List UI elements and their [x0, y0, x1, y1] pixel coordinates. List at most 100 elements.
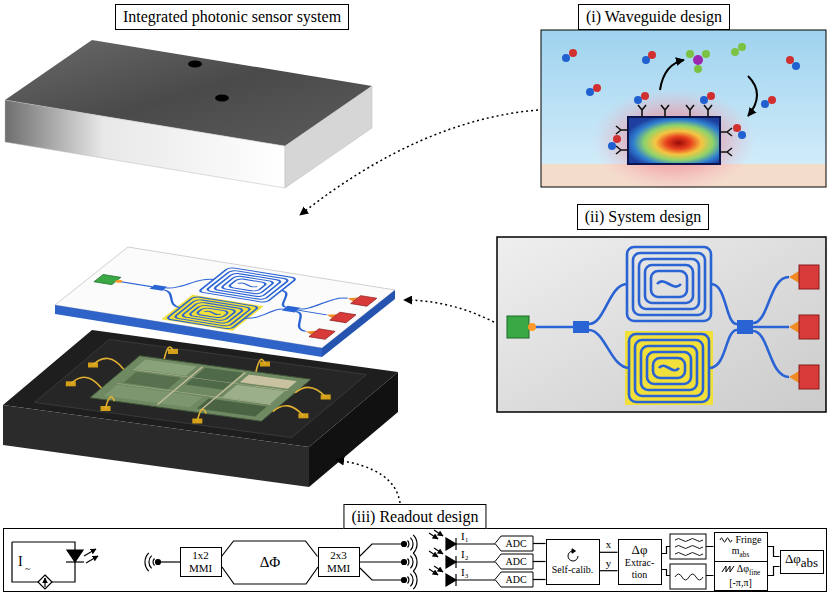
antibody	[704, 105, 712, 117]
fringe-icon	[719, 536, 733, 544]
grating-coupler-symbol	[153, 559, 154, 566]
adc-outline	[495, 572, 533, 587]
laser-diode	[67, 550, 83, 562]
adc-outline	[495, 554, 533, 569]
antibody	[638, 105, 646, 117]
antibody	[616, 105, 732, 156]
output-waveguide	[360, 544, 404, 556]
filter-block	[670, 534, 706, 589]
grating-coupler-symbol	[413, 535, 417, 553]
signal-line	[600, 552, 618, 553]
block-label: Δφ	[632, 542, 648, 557]
grating-coupler-symbol	[402, 560, 407, 565]
analyte-molecule	[562, 54, 570, 62]
output-waveguide	[360, 561, 404, 562]
grating-coupler-symbol	[410, 538, 413, 551]
text-row: mabs	[732, 545, 749, 559]
analyte-molecule	[733, 124, 741, 132]
panel-title: (i) Waveguide design	[578, 4, 730, 30]
interferometer-arm	[222, 567, 318, 584]
block-label: Δφ	[785, 551, 801, 566]
readout-schematic	[12, 530, 495, 589]
grating-coupler-symbol	[408, 577, 409, 584]
antibody	[661, 105, 669, 117]
signal-line	[533, 561, 546, 562]
signal-line	[768, 547, 780, 557]
block-label: [-π,π]	[729, 577, 752, 588]
title-box: Integrated photonic sensor system	[115, 4, 349, 30]
block-label: fine	[749, 569, 760, 577]
wrap-icon	[722, 566, 734, 572]
text-row: Self-calib.	[552, 564, 593, 576]
interfering-molecule	[693, 55, 703, 65]
block-label: ADC	[505, 574, 526, 585]
analyte-molecule	[586, 88, 594, 96]
die-circuitry	[185, 368, 243, 390]
signal-line	[600, 570, 618, 571]
extraction-block: ΔφExtrac- tion	[618, 539, 662, 585]
photodiode	[446, 574, 456, 586]
interfering-molecule	[731, 48, 739, 56]
block-label: abs	[801, 555, 818, 570]
grating-coupler-symbol	[413, 553, 417, 571]
block-label: ADC	[505, 538, 526, 549]
photodiode	[434, 530, 443, 536]
bond-wire	[273, 406, 304, 416]
bond-wire	[256, 359, 265, 371]
antibody	[720, 128, 732, 136]
emission-arrow	[84, 549, 96, 556]
grating-coupler-symbol	[402, 578, 407, 583]
bond-wire	[71, 377, 102, 388]
photodiode	[429, 569, 438, 575]
analyte-molecule	[761, 100, 769, 108]
block-label: 1x2 MMI	[189, 549, 212, 574]
waveguide-panel	[592, 88, 756, 192]
text-row: 1x2 MMI	[183, 549, 219, 574]
analyte-molecule	[768, 96, 776, 104]
chip-layout	[66, 252, 384, 345]
mmi-box: 1x2 MMI	[180, 547, 222, 577]
photodiode	[429, 530, 495, 586]
block-label: Integrated photonic sensor system	[123, 8, 341, 25]
grating-coupler-symbol	[402, 535, 418, 589]
analyte-molecule	[641, 92, 649, 100]
grating-coupler-symbol	[408, 559, 409, 566]
antibody	[686, 105, 694, 117]
package-housing	[3, 330, 398, 487]
block-label: (i) Waveguide design	[586, 8, 722, 25]
analyte-molecule	[707, 92, 715, 100]
waveguide-core	[628, 117, 720, 164]
adc-block: ADC	[495, 572, 533, 587]
grating-coupler-symbol	[149, 556, 152, 569]
analyte-molecule	[562, 49, 800, 150]
photodiode	[434, 566, 443, 572]
text-row: (i) Waveguide design	[586, 7, 722, 26]
grating-coupler-symbol	[413, 571, 417, 589]
current-source	[38, 575, 52, 589]
fine-phase-block: Δφfine[-π,π]	[714, 561, 768, 591]
leader-arrow	[404, 300, 494, 322]
leader-arrow	[300, 110, 538, 215]
text-row: Δφfine	[721, 563, 760, 577]
wire	[52, 562, 75, 582]
block-label: Fringe	[735, 534, 761, 545]
photodiode	[446, 556, 456, 568]
photodiode	[446, 538, 456, 550]
edge-label: y	[605, 558, 613, 569]
block-label: abs	[740, 551, 750, 559]
grating-coupler-symbol	[408, 541, 409, 548]
text-row: Fringe	[719, 534, 761, 546]
analyte-molecule	[613, 135, 621, 143]
die-circuitry	[101, 359, 300, 418]
adc-block: ADC	[495, 554, 533, 569]
leader-arrow	[300, 110, 538, 503]
system-panel	[497, 237, 826, 412]
lid	[5, 100, 285, 188]
text-row: ADC	[505, 538, 526, 550]
antibody	[616, 146, 628, 154]
die-circuitry	[124, 372, 182, 389]
bond-wire	[71, 347, 326, 421]
fluid-port	[188, 61, 202, 68]
grating-coupler-symbol	[410, 574, 413, 587]
